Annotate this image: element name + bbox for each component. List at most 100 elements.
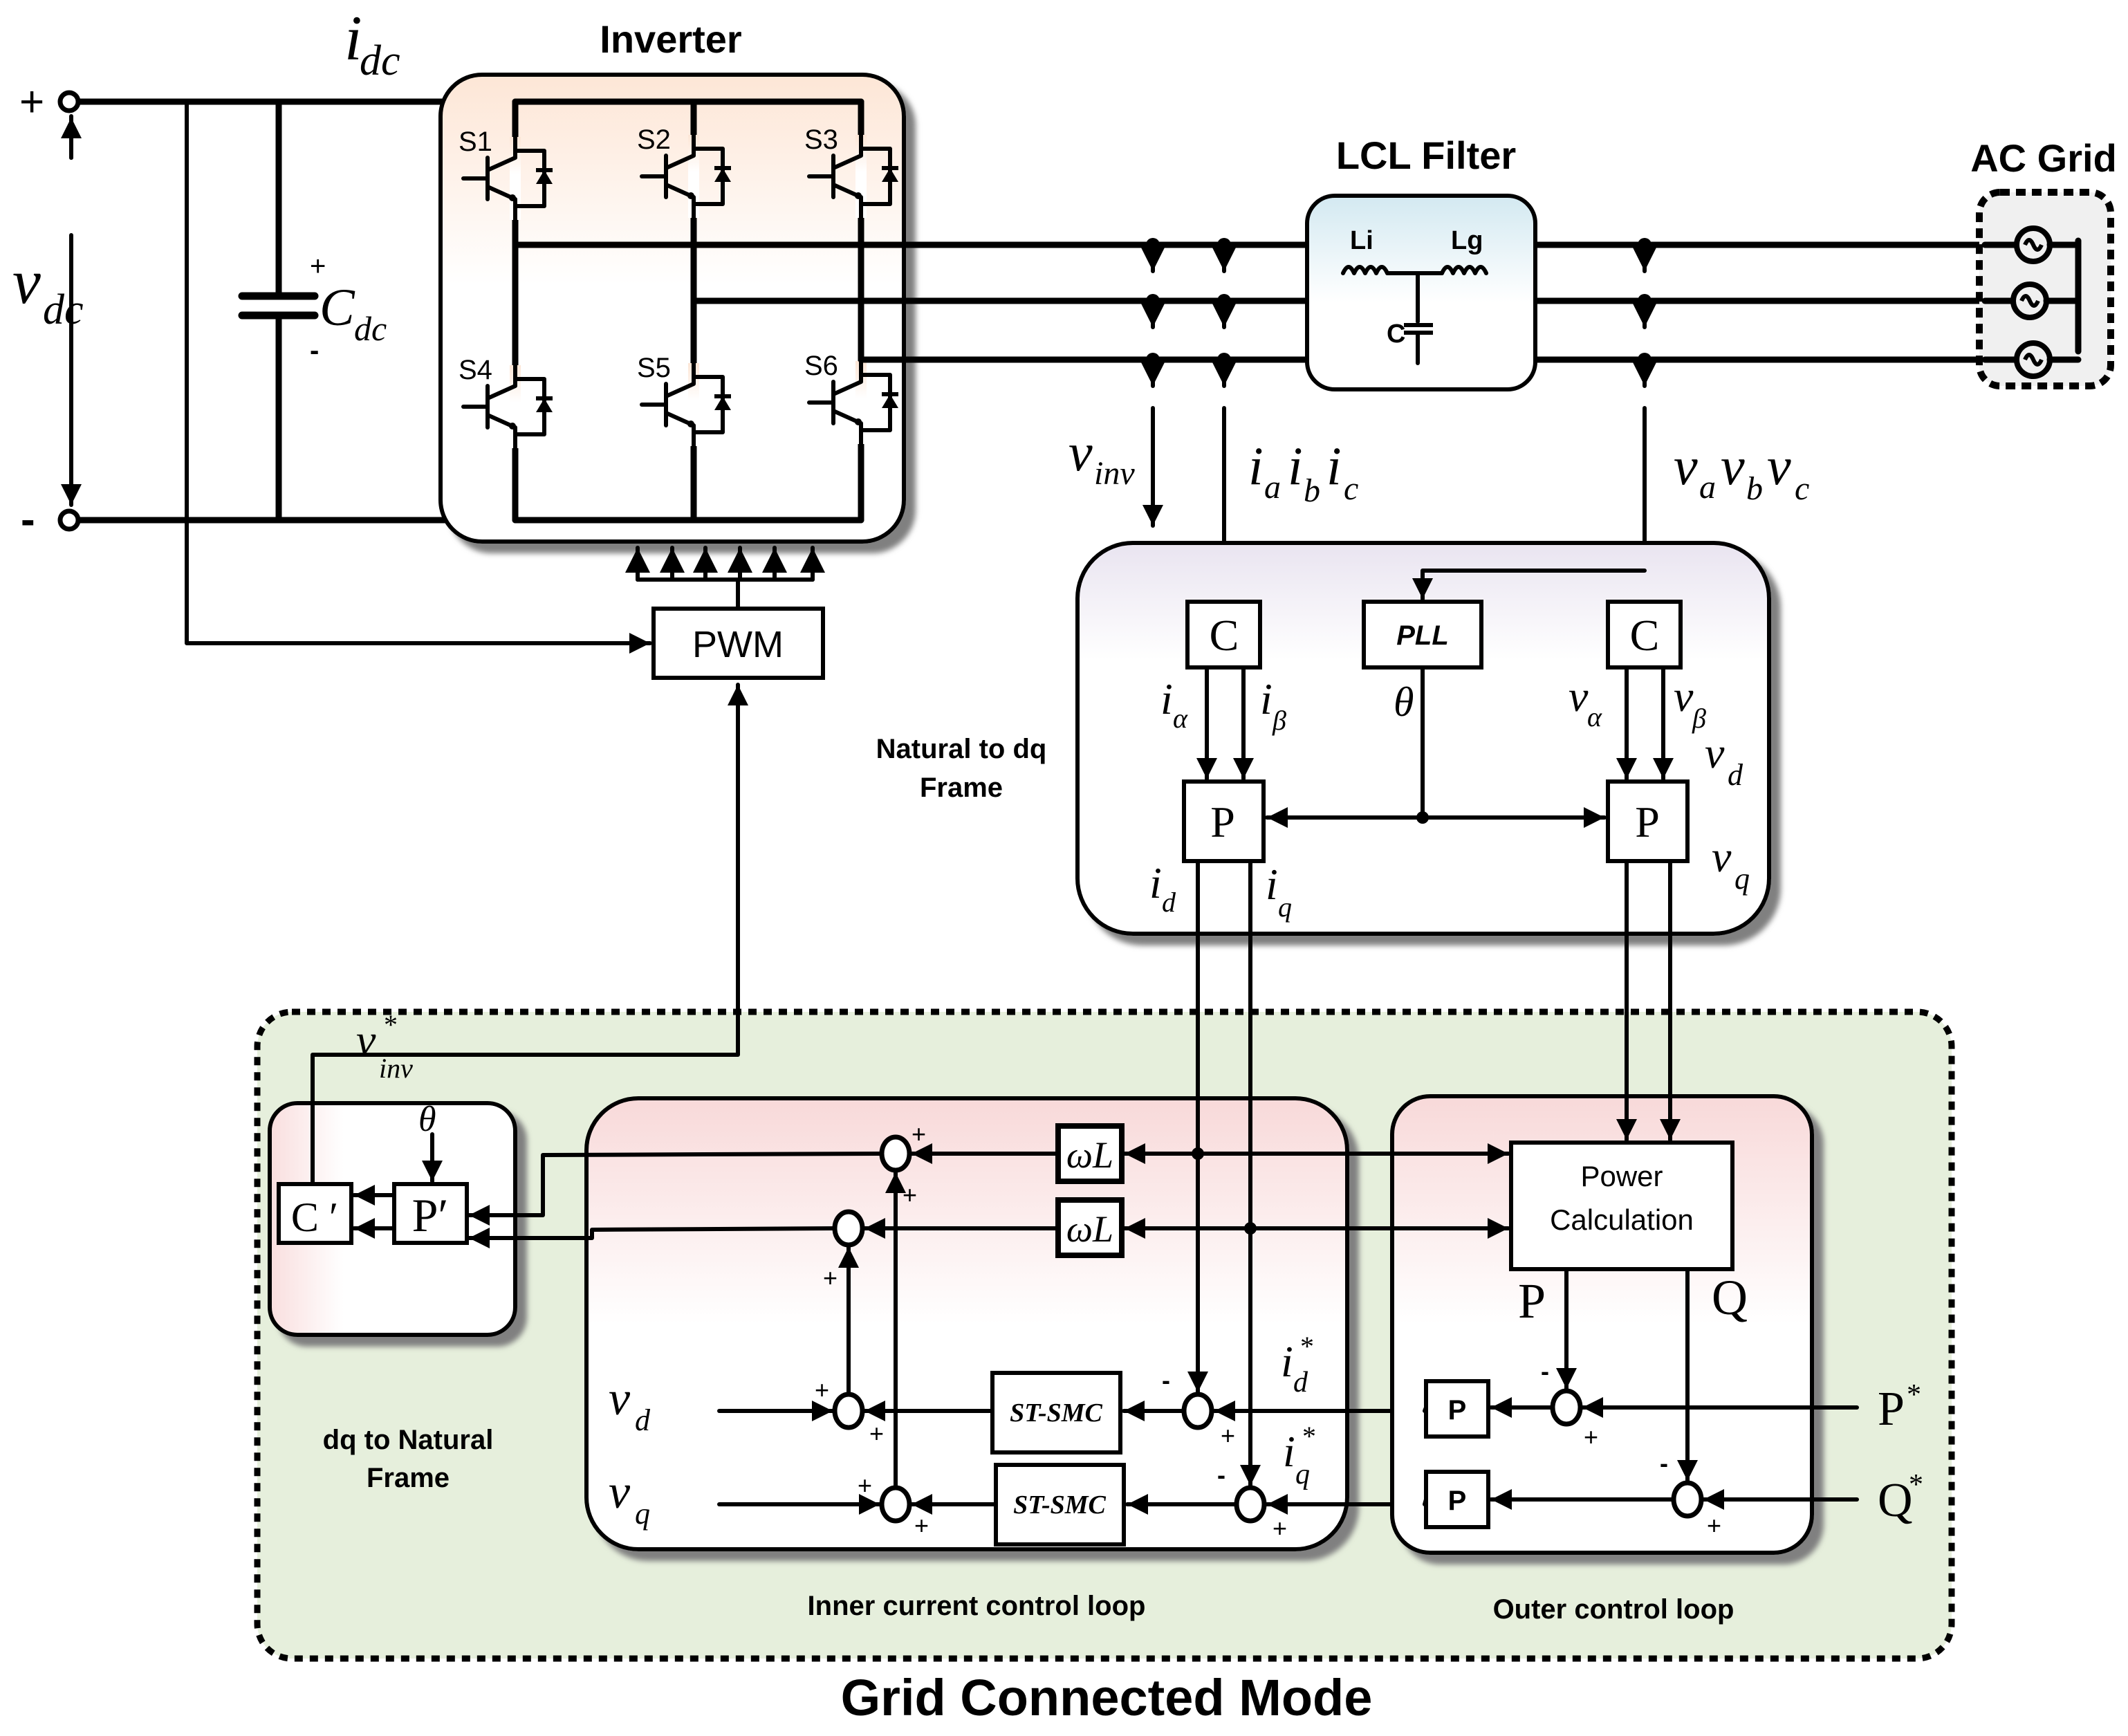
vinv-ref-sup: *	[384, 1009, 398, 1040]
ac-grid-block[interactable]: AC Grid	[1970, 136, 2117, 389]
id-ref-label: i	[1281, 1337, 1293, 1386]
st-smc-d-block[interactable]	[990, 1371, 1122, 1455]
plus-sign: +	[869, 1419, 884, 1448]
switch-label: S6	[804, 351, 838, 381]
dq-to-natural-block[interactable]: C ′ P′ θ v inv * dq to Natural Frame	[268, 1009, 517, 1493]
figure-title: Grid Connected Mode	[841, 1669, 1373, 1726]
inductor-lg-icon	[1440, 265, 1488, 275]
lcl-filter-block[interactable]: LCL Filter Li Lg C	[1305, 133, 1537, 391]
theta-input-label: θ	[418, 1100, 436, 1139]
outer-control-loop-block[interactable]: Outer control loop Power Calculation P P…	[1196, 859, 1923, 1625]
plus-sign: +	[903, 1181, 917, 1209]
iq-ref-label: i	[1283, 1427, 1295, 1476]
vd-input-label: v	[609, 1372, 631, 1425]
diode-icon	[882, 168, 898, 182]
power-calculation-block[interactable]	[1509, 1141, 1734, 1271]
cdc-subscript: dc	[354, 309, 387, 348]
p-ref-sup: *	[1907, 1379, 1921, 1411]
plus-sign: +	[1221, 1421, 1235, 1450]
switch-label: S5	[637, 353, 671, 383]
filter-c-label: C	[1387, 320, 1405, 349]
inverse-park-label: P′	[412, 1189, 449, 1241]
id-label: i	[1149, 858, 1162, 907]
diode-icon	[536, 170, 553, 184]
v-beta-label: v	[1674, 672, 1694, 721]
dq-to-natural-title-2: Frame	[367, 1463, 450, 1493]
vc-label: v	[1767, 436, 1791, 496]
vq-input-label: v	[609, 1466, 631, 1519]
igbt-switch-icon[interactable]: S3	[804, 124, 898, 220]
iq-label: i	[1266, 860, 1278, 909]
decoupling-wl-2[interactable]	[1055, 1197, 1125, 1258]
lcl-filter-title: LCL Filter	[1336, 133, 1516, 177]
diode-icon	[536, 398, 553, 412]
vdc-subscript: dc	[43, 286, 84, 333]
inverter-block[interactable]: Inverter	[438, 17, 906, 544]
pwm-block[interactable]: PWM	[311, 546, 825, 1095]
clarke-voltage-block[interactable]	[1606, 600, 1683, 670]
vd-input-sub: d	[635, 1403, 651, 1437]
sum-junction-id-error	[1181, 1392, 1214, 1430]
p-output-label: P	[1518, 1273, 1546, 1329]
igbt-switch-icon[interactable]: S2	[637, 124, 731, 220]
ib-sub: b	[1304, 472, 1320, 509]
vc-sub: c	[1795, 470, 1809, 507]
switch-label: S2	[637, 124, 671, 155]
park-current-block[interactable]	[1182, 779, 1266, 863]
pll-block[interactable]	[1362, 600, 1483, 670]
inner-current-loop-block[interactable]: Inner current control loop ωL ωL ST-SMC …	[467, 859, 1427, 1621]
minus-sign: -	[1660, 1449, 1668, 1477]
igbt-switch-icon[interactable]: S6	[804, 351, 898, 446]
clarke-current-block[interactable]	[1185, 600, 1262, 670]
i-alpha-sub: α	[1173, 703, 1188, 734]
id-ref-sub: d	[1293, 1367, 1308, 1398]
p-controller-reactive[interactable]	[1424, 1470, 1490, 1529]
p-controller-active-label: P	[1448, 1395, 1467, 1425]
sum-junction-vq	[879, 1485, 912, 1524]
sum-junction-vd	[832, 1392, 865, 1430]
cap-plus: +	[310, 251, 326, 281]
igbt-switch-icon[interactable]: S1	[459, 127, 553, 222]
vinv-ref-label: v	[356, 1015, 376, 1064]
i-beta-sub: β	[1272, 705, 1286, 736]
plus-sign: +	[823, 1264, 838, 1292]
va-label: v	[1674, 436, 1698, 496]
lg-label: Lg	[1451, 226, 1483, 255]
i-alpha-label: i	[1160, 674, 1173, 723]
igbt-switch-icon[interactable]: S4	[459, 355, 553, 450]
p-controller-reactive-label: P	[1448, 1486, 1467, 1516]
decoupling-wl-1[interactable]	[1055, 1123, 1125, 1184]
st-smc-q-block[interactable]	[994, 1463, 1126, 1546]
diode-icon	[714, 168, 731, 182]
igbt-switch-icon[interactable]: S5	[637, 353, 731, 448]
p-ref-label: P	[1878, 1383, 1905, 1436]
sum-junction-top	[879, 1134, 912, 1173]
sine-wave-icon	[2023, 238, 2044, 252]
park-voltage-block[interactable]	[1606, 779, 1690, 863]
clarke-voltage-label: C	[1630, 611, 1660, 660]
plus-sign: +	[19, 78, 44, 126]
switch-label: S3	[804, 124, 838, 155]
vb-label: v	[1721, 436, 1745, 496]
inductor-li-icon	[1341, 265, 1444, 275]
phase-lines	[512, 241, 1988, 363]
v-beta-sub: β	[1692, 703, 1706, 734]
inverse-park-block[interactable]	[392, 1182, 469, 1245]
sine-wave-icon	[2023, 353, 2044, 367]
vinv-sub: inv	[1094, 455, 1135, 492]
q-output-label: Q	[1712, 1270, 1748, 1325]
ac-grid-title: AC Grid	[1970, 136, 2117, 180]
switch-label: S4	[459, 355, 492, 385]
i-beta-label: i	[1260, 674, 1273, 723]
power-calc-label-1: Power	[1580, 1160, 1663, 1192]
natural-to-dq-block[interactable]: Natural to dq Frame C PLL C P P i α i β …	[876, 541, 1771, 936]
natural-to-dq-title-2: Frame	[920, 773, 1003, 803]
v-alpha-sub: α	[1587, 701, 1602, 732]
measurement-taps	[1140, 238, 1657, 388]
diode-icon	[882, 394, 898, 408]
cdc-label: C	[320, 279, 355, 337]
inverse-clarke-block[interactable]	[277, 1182, 353, 1245]
vq-sub: q	[1734, 862, 1750, 896]
vq-label: v	[1712, 832, 1732, 881]
